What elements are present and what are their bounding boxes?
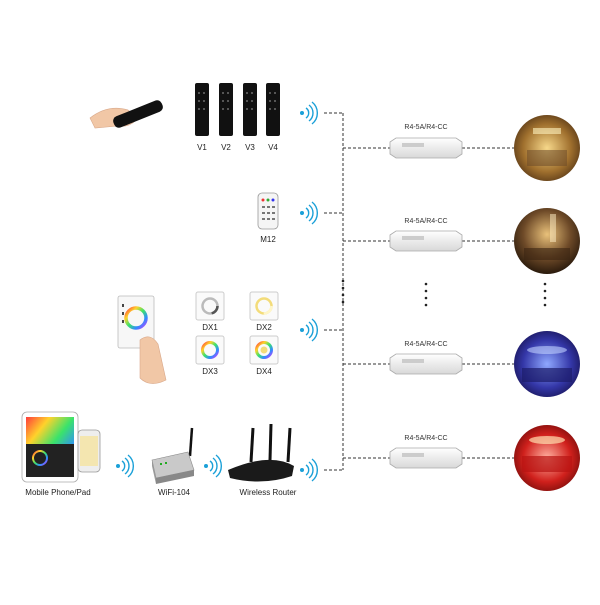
dx-panels	[195, 291, 279, 365]
remote-m12-icon	[257, 192, 279, 230]
wifi-signal-icon	[300, 201, 318, 225]
wifi-signal-icon	[300, 101, 318, 125]
panel-dx1-icon	[195, 291, 225, 321]
more-dots	[341, 279, 547, 307]
panel-dx2-icon	[249, 291, 279, 321]
controller-4-icon	[389, 447, 463, 469]
wifi-signal-icon	[300, 318, 318, 342]
label-router: Wireless Router	[239, 488, 297, 497]
wifi-signal-icon	[300, 458, 318, 482]
wiring	[324, 112, 514, 471]
remote-v1-icon	[195, 83, 209, 136]
controllers	[389, 137, 463, 469]
label-dx1: DX1	[202, 323, 218, 332]
remote-v3-icon	[243, 83, 257, 136]
wifi-module-icon	[151, 427, 195, 484]
hand-remote-icon	[89, 100, 163, 129]
v-remotes	[195, 83, 280, 136]
label-dx4: DX4	[256, 367, 272, 376]
wifi-signal-icon	[204, 454, 222, 478]
label-controller-4: R4-5A/R4-CC	[404, 435, 448, 442]
label-controller-1: R4-5A/R4-CC	[404, 124, 448, 131]
remote-v2-icon	[219, 83, 233, 136]
label-m12: M12	[260, 235, 276, 244]
room-photo-4	[514, 425, 580, 491]
label-mobile: Mobile Phone/Pad	[25, 488, 91, 497]
controller-1-icon	[389, 137, 463, 159]
label-v4: V4	[268, 143, 278, 152]
controller-2-icon	[389, 230, 463, 252]
label-controller-3: R4-5A/R4-CC	[404, 341, 448, 348]
tablet-phone-icon	[21, 411, 101, 483]
wall-panel-hand-icon	[117, 295, 167, 384]
label-dx2: DX2	[256, 323, 272, 332]
room-photo-2	[514, 208, 580, 274]
label-v1: V1	[197, 143, 207, 152]
router-icon	[228, 423, 294, 482]
panel-dx4-icon	[249, 335, 279, 365]
label-v3: V3	[245, 143, 255, 152]
room-photo-1	[514, 115, 580, 181]
label-v2: V2	[221, 143, 231, 152]
panel-dx3-icon	[195, 335, 225, 365]
room-photos	[514, 115, 580, 491]
wifi-signal-icon	[116, 454, 134, 478]
room-photo-3	[514, 331, 580, 397]
label-wifi: WiFi-104	[157, 488, 190, 497]
label-controller-2: R4-5A/R4-CC	[404, 218, 448, 225]
controller-3-icon	[389, 353, 463, 375]
signal-icons	[116, 101, 318, 482]
remote-v4-icon	[266, 83, 280, 136]
label-dx3: DX3	[202, 367, 218, 376]
